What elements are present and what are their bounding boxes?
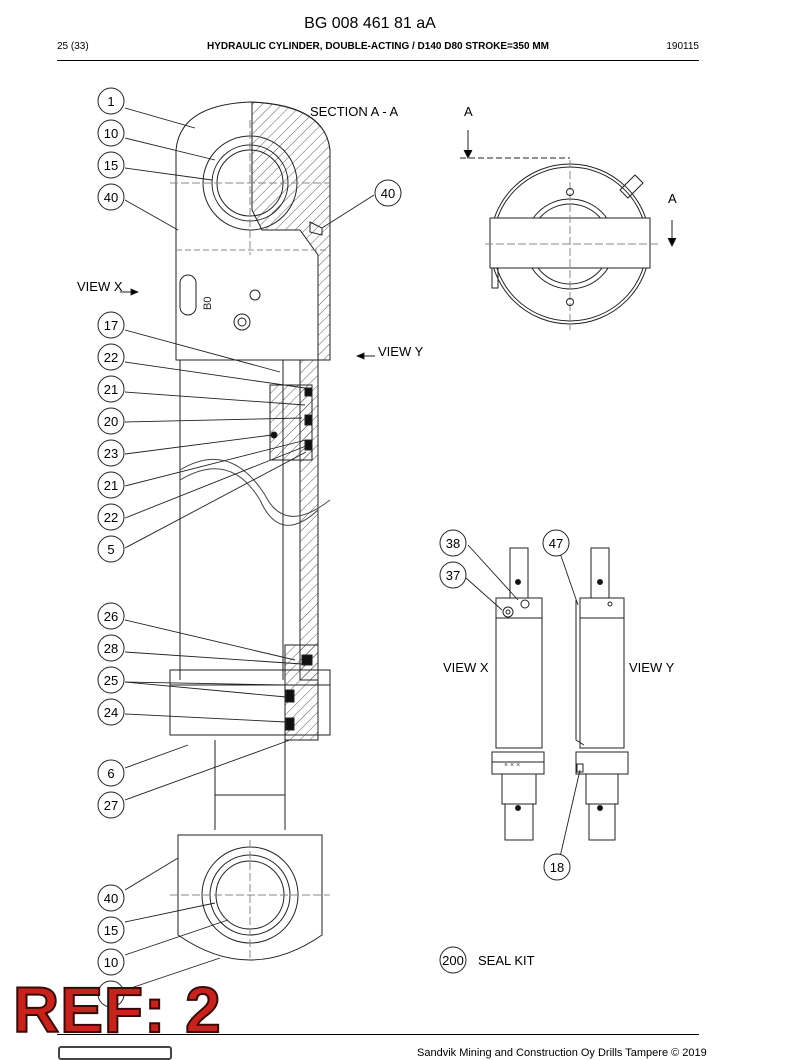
callout-number: 22 [104, 350, 118, 365]
callout-bubble: 23 [97, 439, 125, 467]
leader-lines [120, 107, 581, 991]
callout-bubble: 26 [97, 602, 125, 630]
ref-stamp: REF: 2 [12, 974, 222, 1046]
callout-bubble: 17 [97, 311, 125, 339]
clevis-section-hatch [251, 101, 331, 361]
callout-number: 2 [107, 987, 114, 1002]
callout-number: 20 [104, 414, 118, 429]
revision-date: 190115 [666, 41, 699, 52]
callout-bubble: 1 [97, 87, 125, 115]
callout-number: 26 [104, 609, 118, 624]
page-number: 25 (33) [57, 41, 89, 52]
callout-18: 18 [543, 853, 571, 881]
callout-text: 40 [381, 186, 395, 201]
callout-number: 40 [104, 190, 118, 205]
callout-top-40: 40 [374, 179, 402, 207]
callout-number: 24 [104, 705, 118, 720]
view-y-small-label: VIEW Y [629, 660, 675, 675]
callout-number: 17 [104, 318, 118, 333]
seal-kit-label: SEAL KIT [478, 953, 535, 968]
callout-bubble: 21 [97, 471, 125, 499]
callout-bubble: 2 [97, 980, 125, 1008]
callout-bubble: 40 [97, 183, 125, 211]
callout-bubble: 25 [97, 666, 125, 694]
callout-bubble: 40 [97, 884, 125, 912]
part-title: HYDRAULIC CYLINDER, DOUBLE-ACTING / D140… [207, 41, 549, 52]
callout-bubble: 24 [97, 698, 125, 726]
callout-number: 25 [104, 673, 118, 688]
svg-text:18: 18 [550, 860, 564, 875]
svg-text:47: 47 [549, 536, 563, 551]
callout-number: 15 [104, 923, 118, 938]
view-y-small [575, 547, 629, 841]
callout-number: 5 [107, 542, 114, 557]
callout-number: 27 [104, 798, 118, 813]
callout-number: 21 [104, 478, 118, 493]
callout-number: 40 [104, 891, 118, 906]
callout-47: 47 [542, 529, 570, 557]
callout-bubble: 20 [97, 407, 125, 435]
callout-seal-kit: 200 [439, 946, 467, 974]
callout-number: 10 [104, 126, 118, 141]
callout-number: 23 [104, 446, 118, 461]
copyright-text: Sandvik Mining and Construction Oy Drill… [417, 1047, 707, 1059]
callout-bubble: 21 [97, 375, 125, 403]
callout-bubble: 5 [97, 535, 125, 563]
svg-text:38: 38 [446, 536, 460, 551]
section-label: SECTION A - A [310, 104, 398, 119]
callout-number: 22 [104, 510, 118, 525]
callout-38: 38 [439, 529, 467, 557]
callout-bubble: 22 [97, 343, 125, 371]
callout-bubble: 27 [97, 791, 125, 819]
document-number: BG 008 461 81 aA [304, 15, 436, 32]
section-marker-top: A [464, 104, 473, 119]
callout-37: 37 [439, 561, 467, 589]
brand-logo [58, 1046, 172, 1060]
callout-bubble: 15 [97, 151, 125, 179]
port-marking: B0 [202, 297, 214, 310]
main-cylinder: B0 [169, 101, 331, 961]
callout-number: 28 [104, 641, 118, 656]
svg-text:× × ×: × × × [504, 762, 520, 769]
header-rule [57, 60, 699, 61]
callouts-left: 1 10 15 40 17 22 21 20 23 21 22 5 26 28 25 24 6 27 40 15 10 2 [97, 87, 125, 1008]
callout-number: 21 [104, 382, 118, 397]
view-x-small-label: VIEW X [443, 660, 489, 675]
callout-number: 15 [104, 158, 118, 173]
svg-text:37: 37 [446, 568, 460, 583]
callout-number: 10 [104, 955, 118, 970]
view-x-label: VIEW X [77, 279, 123, 294]
callout-number: 1 [107, 94, 114, 109]
callout-bubble: 22 [97, 503, 125, 531]
callout-number: 6 [107, 766, 114, 781]
view-x-small: × × × [491, 547, 545, 841]
header-row: 25 (33) HYDRAULIC CYLINDER, DOUBLE-ACTIN… [57, 41, 699, 55]
section-view-a-a [460, 130, 677, 330]
view-y-label: VIEW Y [378, 344, 424, 359]
callout-bubble: 6 [97, 759, 125, 787]
footer-rule [57, 1034, 699, 1035]
callout-bubble: 15 [97, 916, 125, 944]
callout-bubble: 28 [97, 634, 125, 662]
callout-bubble: 10 [97, 948, 125, 976]
svg-text:200: 200 [442, 953, 464, 968]
section-marker-right: A [668, 191, 677, 206]
callout-bubble: 10 [97, 119, 125, 147]
